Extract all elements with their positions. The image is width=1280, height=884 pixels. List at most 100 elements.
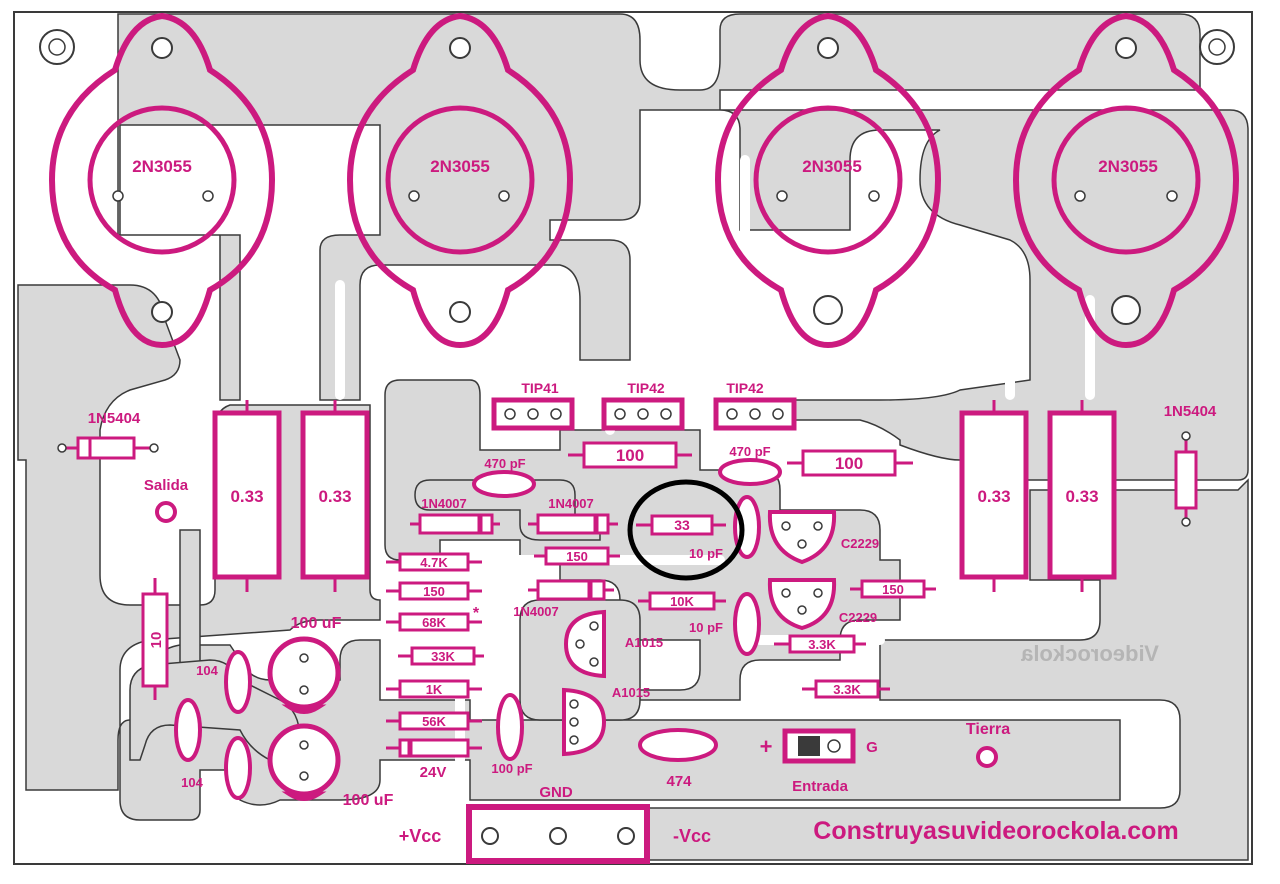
label-10pf-a: 10 pF [689, 546, 723, 561]
label-68k: 68K [422, 615, 446, 630]
label-salida: Salida [144, 477, 189, 494]
watermark-site: Construyasuvideorockola.com [813, 817, 1178, 845]
small-capacitors [174, 458, 782, 800]
label-a1015-a: A1015 [625, 635, 663, 650]
transistor-2n3055-4 [1012, 12, 1240, 349]
transistor-2n3055-3 [714, 12, 942, 349]
label-entrada: Entrada [792, 778, 849, 795]
diode-1n5404-left [76, 436, 136, 460]
resistor-4k7 [398, 552, 470, 572]
label-150c: 150 [882, 582, 904, 597]
resistor-56k [398, 711, 470, 731]
label-tip42a: TIP42 [627, 380, 665, 396]
label-c2229-b: C2229 [839, 610, 877, 625]
pad-salida [155, 501, 177, 523]
resistor-3k3b [814, 679, 880, 699]
label-2n3055-4: 2N3055 [1098, 157, 1158, 176]
transistor-2n3055-2 [346, 12, 574, 349]
label-plus: + [760, 734, 773, 759]
cap-104-c [224, 736, 252, 800]
label-474: 474 [666, 773, 692, 790]
resistor-1k [398, 679, 470, 699]
diode-1n4007-3 [536, 579, 606, 601]
label-33k: 33K [431, 649, 455, 664]
label-3k3b: 3.3K [833, 682, 861, 697]
watermark-mirrored: Videorockola [1020, 641, 1159, 666]
label-100uf-a: 100 uF [291, 615, 342, 632]
resistor-100b [801, 449, 897, 477]
to92-transistors [562, 510, 837, 757]
highlight-circle [627, 479, 745, 581]
label-tip41: TIP41 [521, 380, 559, 396]
label-gnd: GND [539, 784, 573, 801]
resistor-10k [648, 591, 716, 611]
diode-zener-24v [398, 738, 470, 758]
label-150a: 150 [566, 549, 588, 564]
label-tierra: Tierra [966, 721, 1010, 738]
resistor-150c [860, 579, 926, 599]
cap-470pf-a [472, 470, 536, 498]
label-1n5404-right: 1N5404 [1164, 403, 1217, 420]
label-10k: 10K [670, 594, 694, 609]
resistor-33 [650, 514, 714, 536]
label-470pf-b: 470 pF [729, 444, 770, 459]
label-1n4007-1: 1N4007 [421, 496, 467, 511]
label-10pf-b: 10 pF [689, 620, 723, 635]
cap-104-b [174, 698, 202, 762]
diode-1n5404-right [1174, 450, 1198, 510]
label-3k3a: 3.3K [808, 637, 836, 652]
label-g: G [866, 739, 878, 756]
label-470pf-a: 470 pF [484, 456, 525, 471]
cap-100uf-b [267, 723, 341, 797]
diode-1n4007-2 [536, 513, 610, 535]
label-100uf-b: 100 uF [343, 792, 394, 809]
label-100a: 100 [616, 446, 644, 465]
label-104-a: 104 [196, 663, 218, 678]
mounting-holes [39, 29, 1235, 65]
label-2n3055-1: 2N3055 [132, 157, 192, 176]
label-24v: 24V [420, 764, 447, 781]
resistor-100a [582, 441, 678, 469]
cap-100pf [496, 693, 524, 761]
label-033-2: 0.33 [318, 487, 351, 506]
cap-104-a [224, 650, 252, 714]
label-33: 33 [674, 517, 690, 533]
signal-diodes [386, 513, 618, 758]
label-a1015-b: A1015 [612, 685, 650, 700]
driver-transistors [491, 397, 797, 431]
cap-470pf-b [718, 458, 782, 486]
resistor-33k [410, 646, 476, 666]
label-1k: 1K [426, 682, 443, 697]
label-2n3055-3: 2N3055 [802, 157, 862, 176]
power-resistors [212, 400, 1117, 592]
label-150b: 150 [423, 584, 445, 599]
label-10: 10 [148, 632, 165, 649]
label-1n5404-left: 1N5404 [88, 410, 141, 427]
rectifier-diodes [57, 431, 1198, 527]
transistor-2n3055-1 [48, 12, 276, 349]
diode-1n4007-1 [418, 513, 494, 535]
resistor-150b [398, 581, 470, 601]
label-1n4007-2: 1N4007 [548, 496, 594, 511]
label-tip42b: TIP42 [726, 380, 764, 396]
pad-tierra [976, 746, 998, 768]
label-c2229-a: C2229 [841, 536, 879, 551]
label-033-1: 0.33 [230, 487, 263, 506]
resistor-68k [398, 612, 470, 632]
label-4k7: 4.7K [420, 555, 448, 570]
connectors [155, 501, 998, 864]
label-033-4: 0.33 [1065, 487, 1098, 506]
cap-10pf-b [733, 592, 761, 656]
label-2n3055-2: 2N3055 [430, 157, 490, 176]
resistor-3k3a [788, 634, 856, 654]
resistor-10 [141, 578, 169, 700]
power-transistors [48, 12, 1240, 349]
resistor-150a [544, 546, 610, 566]
label-1n4007-3: 1N4007 [513, 604, 559, 619]
label-vcc-neg: -Vcc [673, 826, 711, 846]
cap-100uf-a [267, 636, 341, 710]
label-100pf: 100 pF [491, 761, 532, 776]
label-033-3: 0.33 [977, 487, 1010, 506]
label-56k: 56K [422, 714, 446, 729]
